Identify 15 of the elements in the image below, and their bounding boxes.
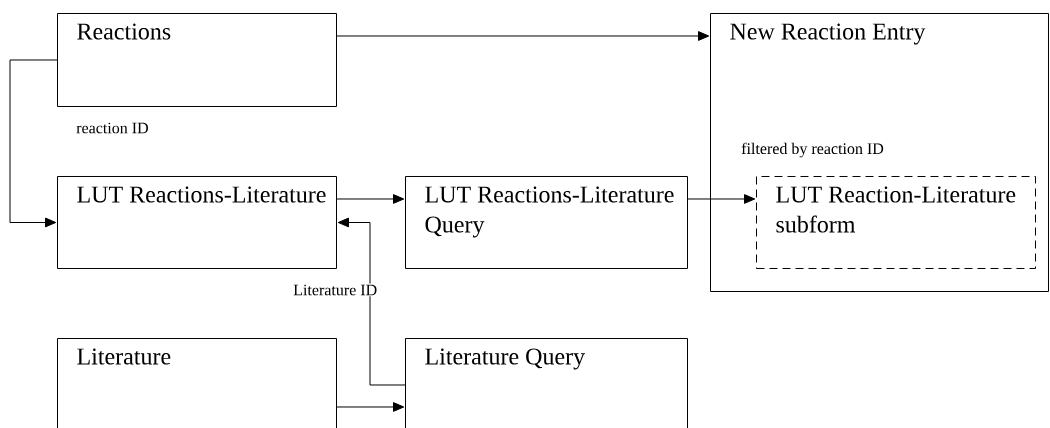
subform-box: LUT Reaction-Literature subform <box>756 176 1036 269</box>
arrow <box>336 402 405 412</box>
table-box: LUT Reactions-Literature Query <box>405 176 688 269</box>
arrow <box>337 217 406 386</box>
table-box: Literature Query <box>405 338 688 428</box>
arrow <box>9 59 58 228</box>
table-box: Reactions <box>57 13 337 107</box>
caption-text: filtered by reaction ID <box>741 142 884 158</box>
edge-label: reaction ID <box>75 121 150 135</box>
edge-label: Literature ID <box>292 283 379 297</box>
arrow <box>336 31 710 41</box>
arrow <box>336 194 405 204</box>
table-box: LUT Reactions-Literature <box>57 176 337 269</box>
arrow <box>687 194 756 204</box>
table-box: Literature <box>57 338 337 428</box>
